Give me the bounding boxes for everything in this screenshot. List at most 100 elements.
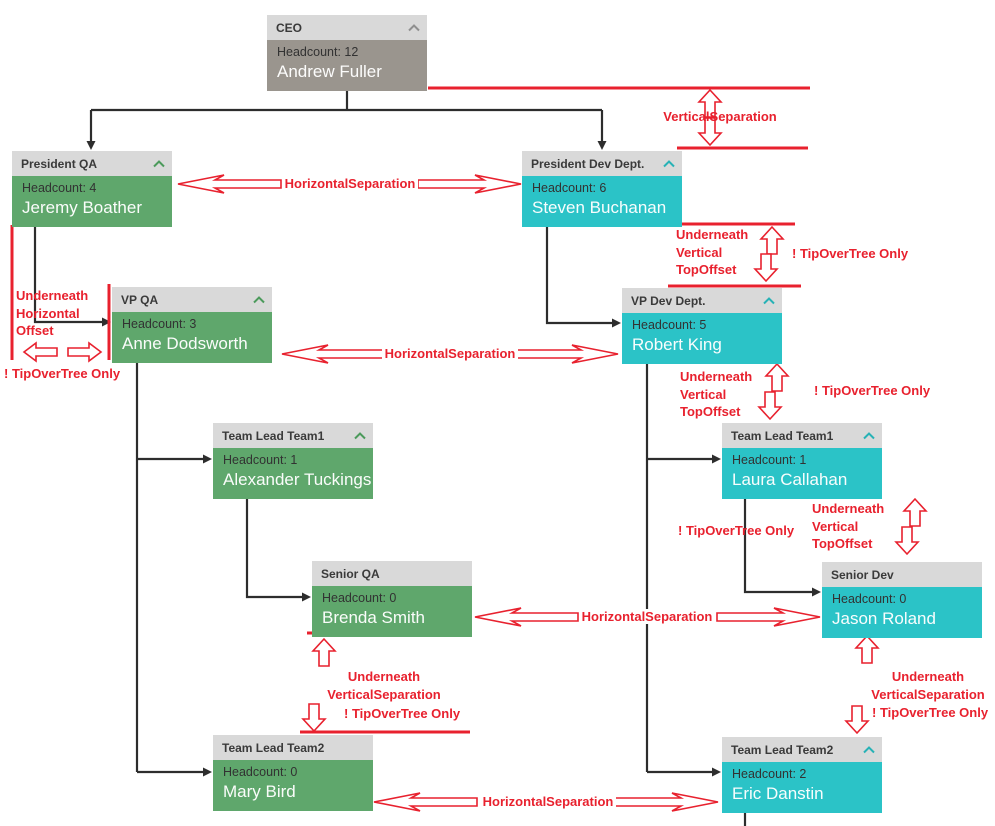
node-header: VP Dev Dept. <box>622 288 782 313</box>
node-header: Team Lead Team2 <box>213 735 373 760</box>
underneath-vertical-topoffset-label: Underneath Vertical TopOffset <box>680 369 753 419</box>
tree-connector-lines <box>33 90 812 826</box>
node-header: Team Lead Team1 <box>213 423 373 448</box>
headcount-text: Headcount: 0 <box>322 591 397 605</box>
collapse-chevron-icon[interactable] <box>408 23 420 32</box>
up-arrow-icon <box>855 635 879 664</box>
underneath-horizontal-offset-label: Underneath Horizontal Offset <box>16 288 89 338</box>
node-team-lead-team2-dev[interactable]: Team Lead Team2 Headcount: 2 Eric Dansti… <box>722 737 882 813</box>
collapse-chevron-icon[interactable] <box>863 431 875 440</box>
employee-name: Alexander Tuckings <box>223 470 372 489</box>
employee-name: Mary Bird <box>223 782 296 801</box>
up-arrow-icon <box>765 363 789 392</box>
node-president-dev[interactable]: President Dev Dept. Headcount: 6 Steven … <box>522 151 682 227</box>
horizontal-separation-right-arrow-icon <box>417 174 522 194</box>
node-body: Headcount: 2 Eric Danstin <box>722 762 882 813</box>
employee-name: Andrew Fuller <box>277 62 382 81</box>
horizontal-separation-right-arrow-icon <box>614 792 719 812</box>
down-arrow-icon <box>758 391 782 420</box>
node-body: Headcount: 1 Laura Callahan <box>722 448 882 499</box>
left-arrow-icon <box>23 342 58 362</box>
node-header: Senior QA <box>312 561 472 586</box>
tree-connector-arrowheads <box>86 141 821 777</box>
node-header: Senior Dev <box>822 562 982 587</box>
employee-name: Laura Callahan <box>732 470 848 489</box>
node-body: Headcount: 5 Robert King <box>622 313 782 364</box>
underneath-vertical-topoffset-label: Underneath Vertical TopOffset <box>676 227 749 277</box>
horizontal-separation-label: HorizontalSeparation <box>474 793 622 811</box>
horizontal-separation-left-arrow-icon <box>474 607 579 627</box>
headcount-text: Headcount: 1 <box>223 453 298 467</box>
node-body: Headcount: 6 Steven Buchanan <box>522 176 682 227</box>
collapse-chevron-icon[interactable] <box>354 431 366 440</box>
node-team-lead-team1-qa[interactable]: Team Lead Team1 Headcount: 1 Alexander T… <box>213 423 373 499</box>
node-body: Headcount: 0 Jason Roland <box>822 587 982 638</box>
headcount-text: Headcount: 5 <box>632 318 707 332</box>
employee-name: Eric Danstin <box>732 784 824 803</box>
node-title: President QA <box>21 156 98 171</box>
node-title: VP QA <box>121 292 159 307</box>
node-body: Headcount: 3 Anne Dodsworth <box>112 312 272 363</box>
node-senior-qa[interactable]: Senior QA Headcount: 0 Brenda Smith <box>312 561 472 637</box>
node-title: Team Lead Team2 <box>222 740 325 755</box>
down-arrow-icon <box>845 705 869 734</box>
node-vp-dev[interactable]: VP Dev Dept. Headcount: 5 Robert King <box>622 288 782 364</box>
node-header: VP QA <box>112 287 272 312</box>
employee-name: Brenda Smith <box>322 608 425 627</box>
down-arrow-icon <box>754 253 778 282</box>
up-arrow-icon <box>312 638 336 667</box>
headcount-text: Headcount: 6 <box>532 181 607 195</box>
employee-name: Jason Roland <box>832 609 936 628</box>
employee-name: Robert King <box>632 335 722 354</box>
tipovertree-only-label: ! TipOverTree Only <box>4 366 121 381</box>
node-vp-qa[interactable]: VP QA Headcount: 3 Anne Dodsworth <box>112 287 272 363</box>
horizontal-separation-label: HorizontalSeparation <box>376 345 524 363</box>
headcount-text: Headcount: 0 <box>832 592 907 606</box>
employee-name: Jeremy Boather <box>22 198 142 217</box>
node-title: Team Lead Team1 <box>222 428 325 443</box>
node-president-qa[interactable]: President QA Headcount: 4 Jeremy Boather <box>12 151 172 227</box>
node-team-lead-team1-dev[interactable]: Team Lead Team1 Headcount: 1 Laura Calla… <box>722 423 882 499</box>
node-team-lead-team2-qa[interactable]: Team Lead Team2 Headcount: 0 Mary Bird <box>213 735 373 811</box>
down-arrow-icon <box>302 703 326 732</box>
node-title: Senior Dev <box>831 567 894 582</box>
node-title: Team Lead Team2 <box>731 742 834 757</box>
tipovertree-only-label: ! TipOverTree Only <box>792 246 909 261</box>
node-header: Team Lead Team1 <box>722 423 882 448</box>
tipovertree-only-label: ! TipOverTree Only <box>344 706 461 721</box>
headcount-text: Headcount: 12 <box>277 45 359 59</box>
node-senior-dev[interactable]: Senior Dev Headcount: 0 Jason Roland <box>822 562 982 638</box>
node-title: President Dev Dept. <box>531 156 645 171</box>
node-title: Team Lead Team1 <box>731 428 834 443</box>
node-header: CEO <box>267 15 427 40</box>
down-arrow-icon <box>895 526 919 555</box>
right-arrow-icon <box>67 342 102 362</box>
horizontal-separation-right-arrow-icon <box>716 607 821 627</box>
node-body: Headcount: 0 Mary Bird <box>213 760 373 811</box>
node-header: Team Lead Team2 <box>722 737 882 762</box>
headcount-text: Headcount: 4 <box>22 181 97 195</box>
node-title: VP Dev Dept. <box>631 293 706 308</box>
underneath-vertical-topoffset-label: Underneath Vertical TopOffset <box>812 501 885 551</box>
vertical-separation-label: VerticalSeparation <box>663 109 777 124</box>
node-header: President Dev Dept. <box>522 151 682 176</box>
up-arrow-icon <box>903 498 927 527</box>
employee-name: Steven Buchanan <box>532 198 667 217</box>
collapse-chevron-icon[interactable] <box>153 159 165 168</box>
horizontal-separation-label: HorizontalSeparation <box>573 608 721 626</box>
collapse-chevron-icon[interactable] <box>863 745 875 754</box>
horizontal-separation-label: HorizontalSeparation <box>276 175 424 193</box>
collapse-chevron-icon[interactable] <box>663 159 675 168</box>
up-arrow-icon <box>760 226 784 255</box>
node-ceo[interactable]: CEO Headcount: 12 Andrew Fuller <box>267 15 427 91</box>
collapse-chevron-icon[interactable] <box>253 295 265 304</box>
horizontal-separation-right-arrow-icon <box>514 344 619 364</box>
node-title: CEO <box>276 20 303 35</box>
headcount-text: Headcount: 3 <box>122 317 197 331</box>
horizontal-separation-left-arrow-icon <box>373 792 478 812</box>
collapse-chevron-icon[interactable] <box>763 296 775 305</box>
node-header: President QA <box>12 151 172 176</box>
node-title: Senior QA <box>321 566 380 581</box>
